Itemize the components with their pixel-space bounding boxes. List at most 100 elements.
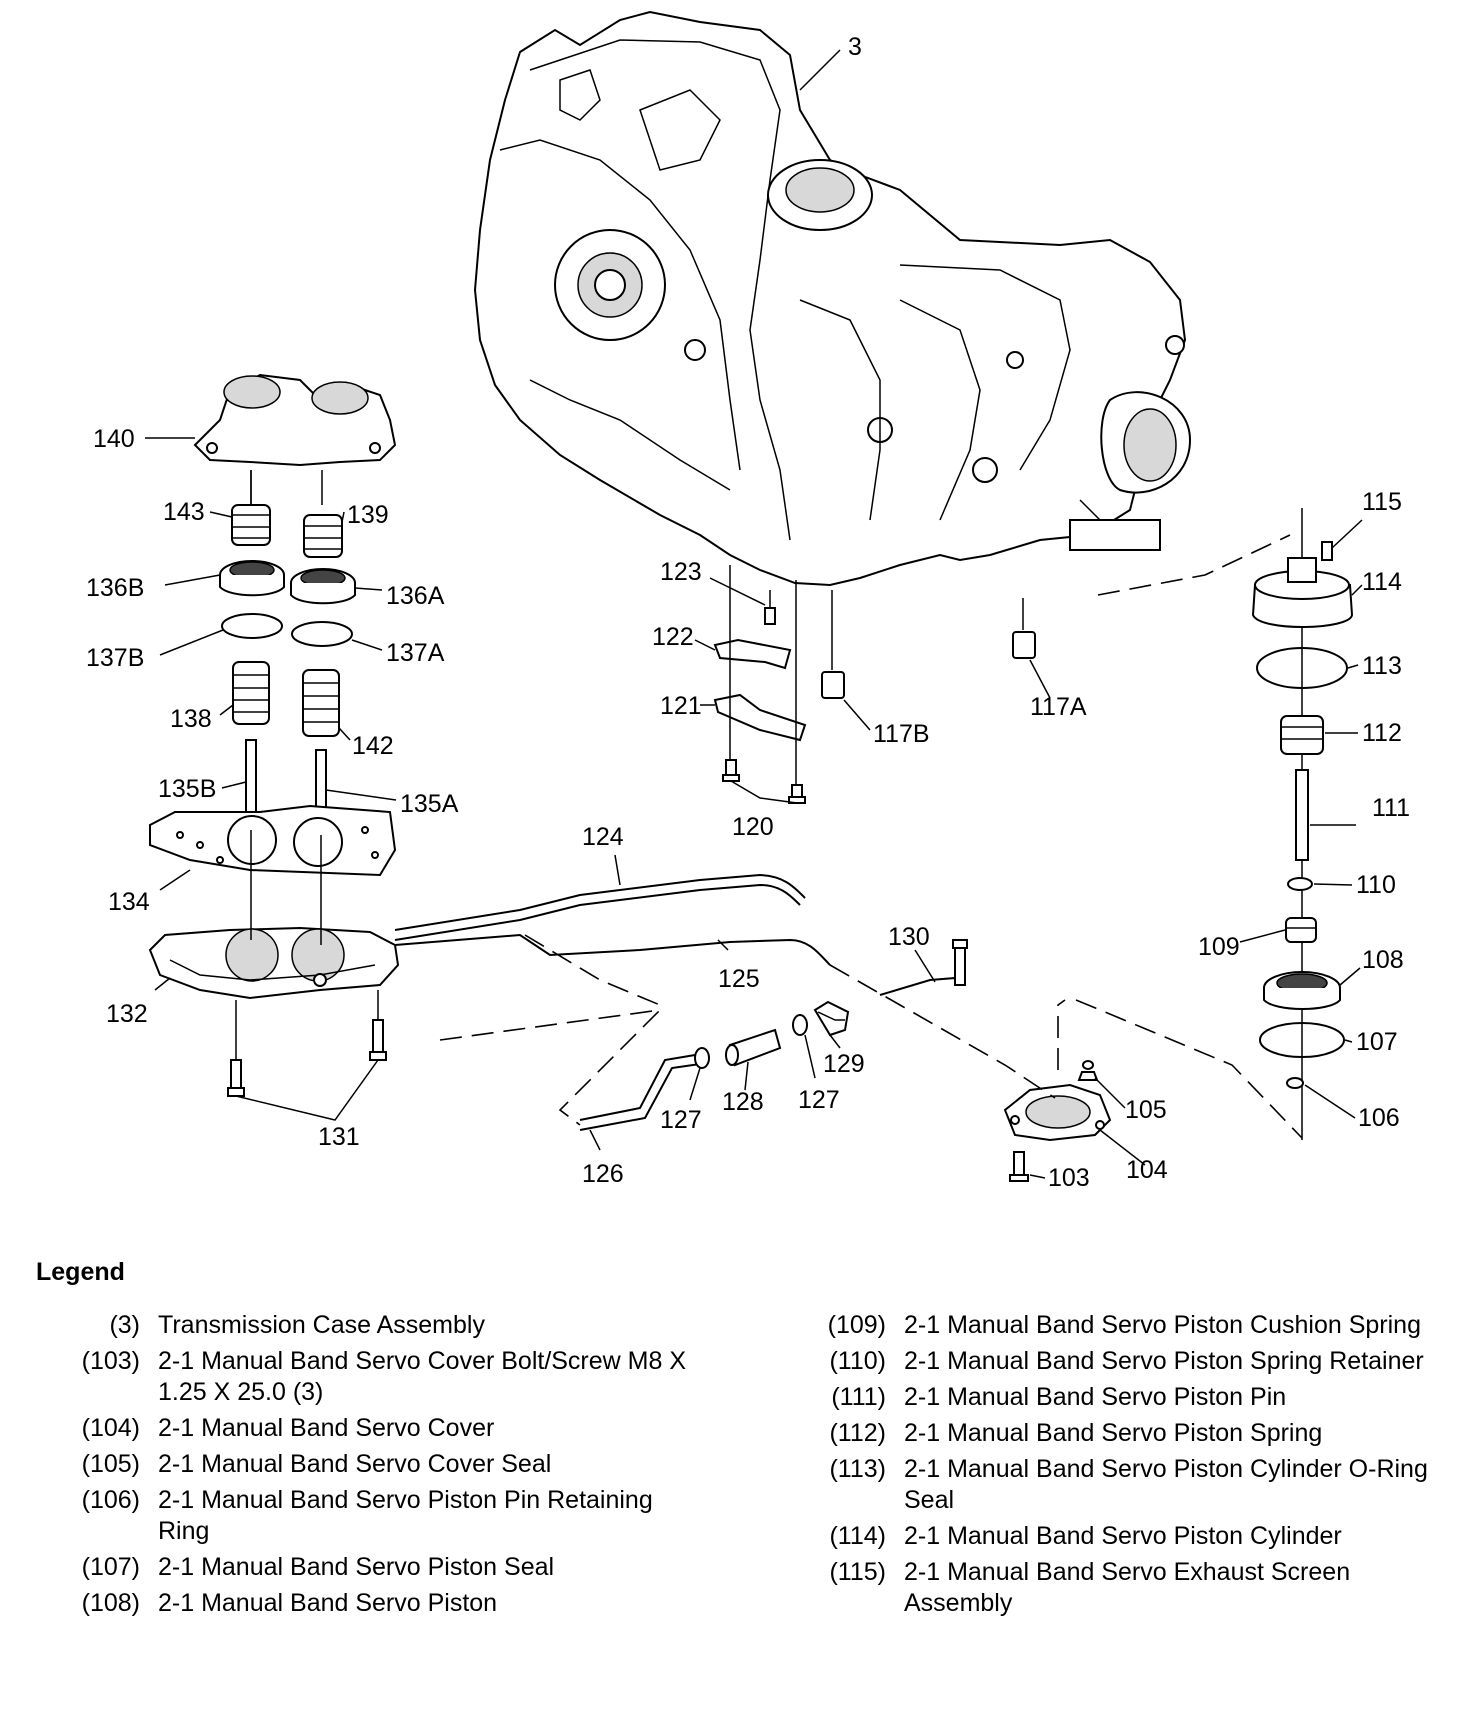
callout-127-right: 127 <box>798 1086 840 1114</box>
piston-108 <box>1263 971 1341 1010</box>
pin-135b <box>245 739 257 823</box>
clip-127-left <box>694 1047 710 1069</box>
spring-142 <box>302 669 340 737</box>
spring-109 <box>1285 917 1317 943</box>
gasket-134 <box>149 804 397 877</box>
bolt-123 <box>764 590 776 625</box>
callout-129: 129 <box>823 1050 865 1078</box>
legend-entry: (107)2-1 Manual Band Servo Piston Seal <box>62 1552 702 1583</box>
plug-117b <box>821 590 845 699</box>
legend-entry: (105)2-1 Manual Band Servo Cover Seal <box>62 1449 702 1480</box>
callout-131: 131 <box>318 1123 360 1151</box>
retainer-110 <box>1287 877 1313 891</box>
legend-text: Transmission Case Assembly <box>158 1311 485 1339</box>
cover-104 <box>1003 1083 1112 1142</box>
legend-entry: (114) 2-1 Manual Band Servo Piston Cylind… <box>808 1521 1458 1552</box>
callout-121: 121 <box>660 692 702 720</box>
callout-106: 106 <box>1358 1104 1400 1132</box>
callout-111: 111 <box>1372 794 1410 822</box>
legend-entry: (110)2-1 Manual Band Servo Piston Spring… <box>808 1346 1458 1377</box>
servo-cover-140 <box>193 373 397 505</box>
dash-line-5 <box>524 934 661 1006</box>
legend-entry: (103)2-1 Manual Band Servo Cover Bolt/Sc… <box>62 1346 702 1408</box>
spring-112 <box>1280 715 1324 755</box>
legend-entry: (112)2-1 Manual Band Servo Piston Spring <box>808 1418 1458 1449</box>
callout-135a: 135A <box>400 790 459 818</box>
tube-126 <box>579 1054 701 1131</box>
dash-line-2 <box>1075 999 1303 1139</box>
bolt-131-right <box>369 990 387 1061</box>
legend-entry: (115)2-1 Manual Band Servo Exhaust Scree… <box>808 1557 1458 1619</box>
dash-line-6 <box>829 964 1056 1099</box>
pin-111 <box>1295 769 1309 861</box>
legend-number: (114) <box>829 1522 886 1550</box>
connector-128 <box>725 1028 782 1067</box>
callout-labels: 3 115 114 113 112 111 110 109 108 107 10… <box>86 33 1410 1192</box>
callout-126: 126 <box>582 1160 624 1188</box>
plate-132 <box>148 926 400 1000</box>
callout-135b: 135B <box>158 775 216 803</box>
legend-entry: (111)2-1 Manual Band Servo Piston Pin <box>808 1382 1458 1413</box>
callout-120: 120 <box>732 813 774 841</box>
tube-130 <box>879 939 968 996</box>
legend-text: 2-1 Manual Band Servo Cover Bolt/Screw M… <box>158 1347 687 1406</box>
bolt-131-left <box>227 1000 245 1097</box>
callout-137b: 137B <box>86 644 144 672</box>
legend-text: 2-1 Manual Band Servo Piston Cylinder <box>904 1522 1342 1550</box>
bolt-103 <box>1009 1151 1029 1182</box>
piston-136a <box>290 568 356 605</box>
callout-143: 143 <box>163 498 205 526</box>
callout-117a: 117A <box>1030 693 1087 721</box>
callout-105: 105 <box>1125 1096 1167 1124</box>
legend-entry: (108)2-1 Manual Band Servo Piston <box>62 1588 702 1619</box>
ring-106 <box>1286 1077 1304 1089</box>
legend-number: (106) <box>81 1486 140 1514</box>
legend-number: (109) <box>827 1311 886 1339</box>
legend-text: 2-1 Manual Band Servo Piston Spring Reta… <box>904 1347 1424 1375</box>
callout-107: 107 <box>1356 1028 1398 1056</box>
callout-112: 112 <box>1362 719 1402 747</box>
callout-137a: 137A <box>386 639 445 667</box>
callout-114: 114 <box>1362 568 1402 596</box>
piston-136b <box>219 560 285 597</box>
legend-entry: (3) Transmission Case Assembly <box>62 1310 702 1341</box>
cylinder-114 <box>1251 557 1354 628</box>
legend-number: (113) <box>829 1455 886 1483</box>
callout-109: 109 <box>1198 933 1240 961</box>
screen-115 <box>1321 541 1333 561</box>
legend-text: 2-1 Manual Band Servo Piston Spring <box>904 1419 1323 1447</box>
exploded-parts-diagram: 3 115 114 113 112 111 110 109 108 107 10… <box>86 10 1410 1192</box>
plug-117a <box>1012 598 1036 659</box>
legend-number: (104) <box>81 1414 140 1442</box>
legend-text: 2-1 Manual Band Servo Piston <box>158 1589 498 1617</box>
callout-130: 130 <box>888 923 930 951</box>
dash-line-1 <box>1097 534 1291 596</box>
oring-137a <box>291 621 353 647</box>
legend-entry: (104)2-1 Manual Band Servo Cover <box>62 1413 702 1444</box>
seal-105 <box>1077 1060 1099 1081</box>
oring-113 <box>1256 647 1348 689</box>
callout-104: 104 <box>1126 1156 1168 1184</box>
bracket-129 <box>813 1000 850 1037</box>
transmission-case <box>473 10 1192 587</box>
callout-3: 3 <box>848 33 862 61</box>
callout-122: 122 <box>652 623 694 651</box>
legend-number: (115) <box>829 1558 886 1586</box>
legend-entry: (109) 2-1 Manual Band Servo Piston Cushio… <box>808 1310 1458 1341</box>
callout-140: 140 <box>93 425 135 453</box>
dash-line-3 <box>1057 999 1066 1070</box>
legend-text: 2-1 Manual Band Servo Piston Cushion Spr… <box>904 1311 1421 1339</box>
dash-line-4 <box>439 1008 663 1126</box>
callout-123: 123 <box>660 558 702 586</box>
plate-122 <box>713 638 792 670</box>
oring-137b <box>221 613 283 639</box>
spring-139 <box>303 514 343 558</box>
legend-right-column: (109) 2-1 Manual Band Servo Piston Cushio… <box>808 1310 1458 1624</box>
spring-138 <box>232 661 270 725</box>
callout-125: 125 <box>718 965 760 993</box>
clip-127-right <box>792 1014 808 1036</box>
spring-143 <box>231 504 271 546</box>
legend-text: 2-1 Manual Band Servo Piston Pin <box>904 1383 1287 1411</box>
legend-number: (3) <box>109 1311 140 1339</box>
bolt-120-right <box>788 784 806 804</box>
